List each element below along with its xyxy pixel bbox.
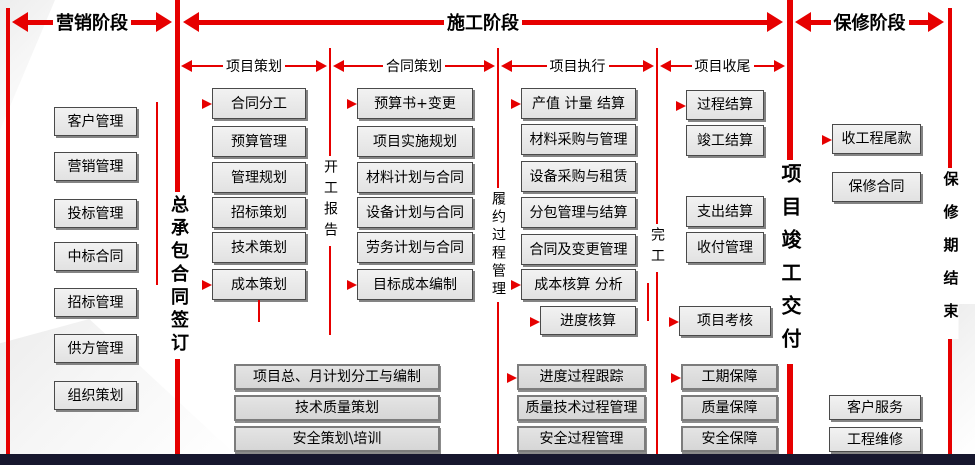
node-final-payment-collection: 收工程尾款 — [832, 124, 921, 154]
arrowhead-cost-planning — [202, 280, 212, 290]
node-tender-management: 招标管理 — [54, 288, 137, 317]
arrowhead-budget-change — [347, 99, 357, 109]
node-subcontract-management: 分包管理与结算 — [521, 197, 636, 228]
node-safety-planning-training: 安全策划\培训 — [234, 426, 440, 452]
node-project-assessment: 项目考核 — [679, 306, 771, 336]
arrow-left-icon — [183, 12, 199, 32]
phase-label-marketing: 营销阶段 — [56, 13, 128, 34]
node-target-cost-compilation: 目标成本编制 — [357, 269, 473, 300]
milestone-commencement-report: 开工报告 — [322, 156, 338, 246]
node-engineering-maintenance: 工程维修 — [829, 427, 921, 452]
node-schedule-accounting: 进度核算 — [540, 306, 636, 335]
node-tender-planning: 招标策划 — [212, 197, 306, 228]
arrow-left-icon — [12, 12, 28, 32]
node-supplier-management: 供方管理 — [54, 334, 137, 363]
node-safety-guarantee: 安全保障 — [681, 426, 778, 452]
arrowhead-project-assessment — [669, 317, 679, 327]
arrow-left-icon — [795, 12, 811, 32]
separator-left-edge — [6, 8, 10, 455]
arrowhead-output-settlement — [511, 99, 521, 109]
node-equipment-procurement-lease: 设备采购与租赁 — [521, 161, 636, 192]
node-contract-division: 合同分工 — [212, 88, 306, 119]
node-plan-division-compilation: 项目总、月计划分工与编制 — [234, 364, 440, 390]
node-implementation-plan: 项目实施规划 — [357, 126, 473, 157]
phase-arrow-warranty: 保修阶段 — [795, 9, 944, 35]
node-tech-quality-planning: 技术质量策划 — [234, 395, 440, 421]
arrow-left-icon — [181, 60, 192, 72]
node-warranty-contract: 保修合同 — [832, 172, 921, 202]
milestone-performance-process: 履约过程管理 — [490, 188, 506, 302]
milestone-completion: 完工 — [649, 224, 665, 272]
node-management-planning: 管理规划 — [212, 162, 306, 193]
node-material-procurement: 材料采购与管理 — [521, 124, 636, 155]
milestone-warranty-end: 保修期结束 — [941, 168, 960, 339]
node-process-settlement: 过程结算 — [686, 90, 764, 120]
node-cost-planning: 成本策划 — [212, 269, 306, 300]
node-safety-process: 安全过程管理 — [517, 426, 646, 452]
arrowhead-duration-guarantee — [671, 373, 681, 383]
node-bidding-management: 投标管理 — [54, 199, 137, 228]
node-winning-contract: 中标合同 — [54, 242, 137, 271]
milestone-handover: 项目竣工交付 — [778, 160, 802, 364]
arrow-left-icon — [333, 60, 344, 72]
node-organization-planning: 组织策划 — [54, 381, 137, 410]
stage-label-closeout: 项目收尾 — [694, 59, 751, 75]
node-contract-change-management: 合同及变更管理 — [521, 234, 636, 265]
node-customer-service: 客户服务 — [829, 395, 921, 420]
arrow-left-icon — [660, 60, 671, 72]
node-material-plan-contract: 材料计划与合同 — [357, 162, 473, 193]
node-completion-settlement: 竣工结算 — [686, 125, 764, 156]
phase-label-construction: 施工阶段 — [447, 13, 519, 34]
phase-label-warranty: 保修阶段 — [833, 13, 906, 34]
phase-arrow-marketing: 营销阶段 — [12, 9, 172, 35]
arrowhead-contract-division — [202, 99, 212, 109]
stage-label-contract: 合同策划 — [386, 59, 442, 75]
node-payment-management: 收付管理 — [686, 232, 764, 263]
arrowhead-cost-accounting — [511, 280, 521, 290]
arrowhead-final-payment — [822, 135, 832, 145]
arrow-right-icon — [316, 60, 327, 72]
node-expenditure-settlement: 支出结算 — [686, 196, 764, 227]
arrowhead-process-settlement — [676, 101, 686, 111]
node-budget-change: 预算书+变更 — [357, 88, 473, 119]
footer-bar — [0, 454, 975, 465]
node-quality-tech-process: 质量技术过程管理 — [517, 395, 646, 421]
node-marketing-management: 营销管理 — [54, 152, 137, 181]
node-labor-plan-contract: 劳务计划与合同 — [357, 232, 473, 263]
stage-arrow-planning: 项目策划 — [181, 56, 327, 76]
node-duration-guarantee: 工期保障 — [681, 364, 778, 390]
node-budget-management: 预算管理 — [212, 126, 306, 157]
node-output-measurement-settlement: 产值 计量 结算 — [521, 88, 636, 119]
connector-accounting-drop — [647, 283, 649, 321]
arrow-right-icon — [928, 12, 944, 32]
connector-costplan-drop — [258, 300, 260, 322]
stage-arrow-closeout: 项目收尾 — [660, 56, 785, 76]
stage-label-execution: 项目执行 — [549, 59, 606, 75]
arrow-right-icon — [156, 12, 172, 32]
node-equipment-plan-contract: 设备计划与合同 — [357, 197, 473, 228]
arrow-left-icon — [501, 60, 512, 72]
node-technical-planning: 技术策划 — [212, 232, 306, 263]
stage-arrow-contract: 合同策划 — [333, 56, 495, 76]
milestone-contract-signing: 总承包合同签订 — [168, 192, 189, 359]
arrow-right-icon — [767, 12, 783, 32]
arrowhead-schedule-accounting — [530, 317, 540, 327]
stage-arrow-execution: 项目执行 — [501, 56, 654, 76]
arrow-right-icon — [484, 60, 495, 72]
node-cost-accounting-analysis: 成本核算 分析 — [521, 269, 636, 300]
arrowhead-schedule-tracking — [507, 373, 517, 383]
node-schedule-tracking: 进度过程跟踪 — [517, 364, 646, 390]
arrowhead-target-cost — [347, 280, 357, 290]
arrow-right-icon — [774, 60, 785, 72]
node-quality-guarantee: 质量保障 — [681, 395, 778, 421]
stage-label-planning: 项目策划 — [226, 59, 282, 75]
arrow-right-icon — [643, 60, 654, 72]
node-customer-management: 客户管理 — [54, 107, 137, 136]
phase-arrow-construction: 施工阶段 — [183, 9, 783, 35]
connector-winning-riser — [156, 102, 158, 285]
